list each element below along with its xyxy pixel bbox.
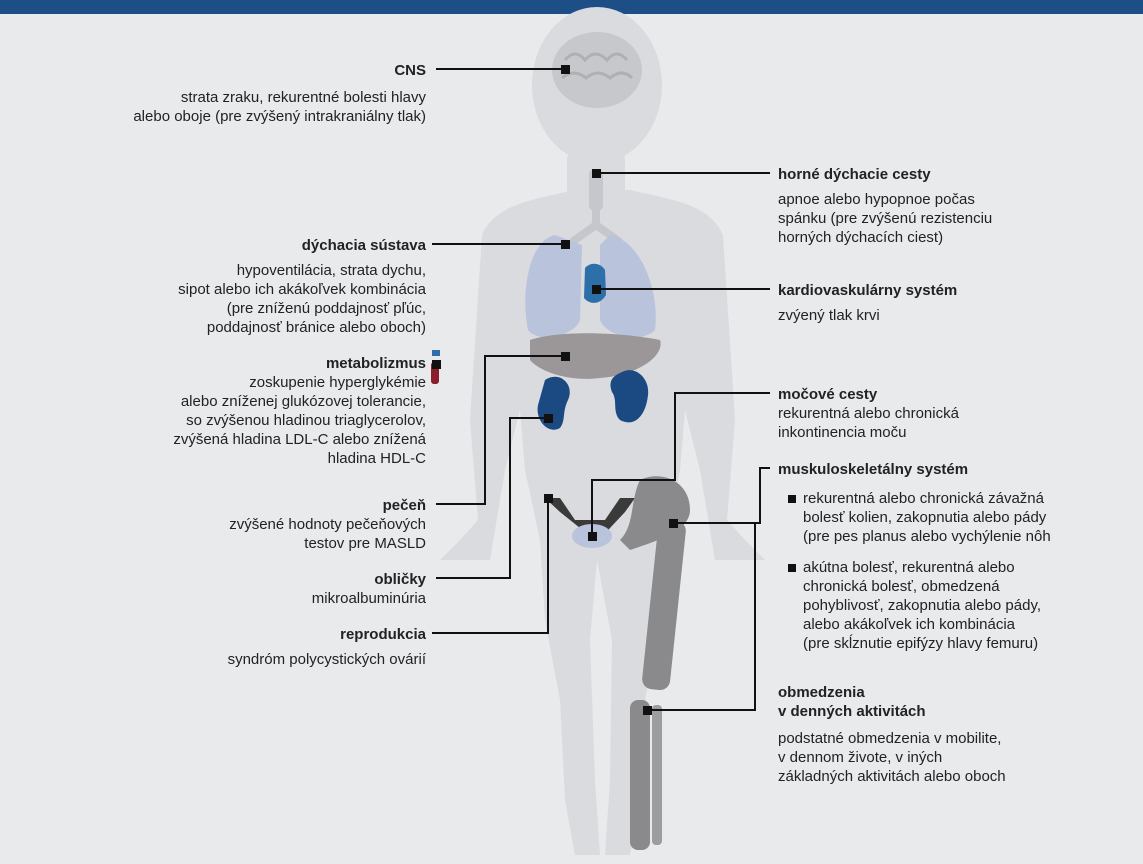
musculoskeletal-item: akútna bolesť, rekurentná alebo chronick… [785, 558, 1128, 653]
fibula-icon [652, 705, 662, 845]
cns-text-line: strata zraku, rekurentné bolesti hlavy [70, 88, 426, 107]
metabolism-text-line: hladina HDL-C [70, 449, 426, 468]
musculoskeletal-item-line: akútna bolesť, rekurentná alebo [803, 558, 1128, 577]
respiratory-text-line: poddajnosť bránice alebo oboch) [70, 318, 426, 337]
cardiovascular-title: kardiovaskulárny systém [778, 281, 1118, 300]
metabolism-text-line: alebo zníženej glukózovej tolerancie, [70, 392, 426, 411]
daily-activities-text-line: v dennom živote, v iných [778, 748, 1118, 767]
daily-activities-title: obmedzenia [778, 683, 1118, 702]
kidneys-label: obličky mikroalbuminúria [70, 570, 426, 608]
musculoskeletal-title: muskuloskeletálny systém [778, 460, 1128, 479]
musculoskeletal-item-line: alebo akákoľvek ich kombinácia [803, 615, 1128, 634]
metabolism-text-line: zoskupenie hyperglykémie [70, 373, 426, 392]
respiratory-title: dýchacia sústava [70, 236, 426, 255]
liver-title: pečeň [70, 496, 426, 515]
heart-icon [584, 264, 606, 303]
urinary-label: močové cesty rekurentná alebo chronická … [778, 385, 1118, 442]
cns-label: CNS strata zraku, rekurentné bolesti hla… [70, 61, 426, 126]
reproduction-text-line: syndróm polycystických ovárií [70, 650, 426, 669]
musculoskeletal-item-line: pohyblivosť, zakopnutia alebo pády, [803, 596, 1128, 615]
cardiovascular-label: kardiovaskulárny systém zvýený tlak krvi [778, 281, 1118, 325]
test-tube-cap-icon [432, 350, 440, 356]
musculoskeletal-list: rekurentná alebo chronická závažná boles… [785, 489, 1128, 653]
respiratory-label: dýchacia sústava hypoventilácia, strata … [70, 236, 426, 337]
liver-text-line: zvýšené hodnoty pečeňových [70, 515, 426, 534]
musculoskeletal-item-line: bolesť kolien, zakopnutia alebo pády [803, 508, 1128, 527]
kidneys-text-line: mikroalbuminúria [70, 589, 426, 608]
upper-airways-title: horné dýchacie cesty [778, 165, 1118, 184]
metabolism-text-line: so zvýšenou hladinou triaglycerolov, [70, 411, 426, 430]
kidneys-title: obličky [70, 570, 426, 589]
daily-activities-title: v denných aktivitách [778, 702, 1118, 721]
metabolism-title: metabolizmus [70, 354, 426, 373]
respiratory-text-line: (pre zníženú poddajnosť pľúc, [70, 299, 426, 318]
cardiovascular-text-line: zvýený tlak krvi [778, 306, 1118, 325]
metabolism-label: metabolizmus zoskupenie hyperglykémie al… [70, 354, 426, 468]
metabolism-text-line: zvýšená hladina LDL-C alebo znížená [70, 430, 426, 449]
cns-title: CNS [70, 61, 426, 80]
musculoskeletal-item-line: (pre skĺznutie epifýzy hlavy femuru) [803, 634, 1128, 653]
upper-airways-label: horné dýchacie cesty apnoe alebo hypopno… [778, 165, 1118, 247]
liver-text-line: testov pre MASLD [70, 534, 426, 553]
urinary-text-line: inkontinencia moču [778, 423, 1118, 442]
musculoskeletal-item-line: rekurentná alebo chronická závažná [803, 489, 1128, 508]
musculoskeletal-item-line: (pre pes planus alebo vychýlenie nôh [803, 527, 1128, 546]
tibia-icon [630, 700, 650, 850]
reproduction-label: reprodukcia syndróm polycystických ovári… [70, 625, 426, 669]
daily-activities-label: obmedzenia v denných aktivitách podstatn… [778, 683, 1118, 786]
upper-airways-text-line: spánku (pre zvýšenú rezistenciu [778, 209, 1118, 228]
cns-text-line: alebo oboje (pre zvýšený intrakraniálny … [70, 107, 426, 126]
respiratory-text-line: sipot alebo ich akákoľvek kombinácia [70, 280, 426, 299]
respiratory-text-line: hypoventilácia, strata dychu, [70, 261, 426, 280]
liver-label: pečeň zvýšené hodnoty pečeňových testov … [70, 496, 426, 553]
urinary-title: močové cesty [778, 385, 1118, 404]
upper-airways-text-line: horných dýchacích ciest) [778, 228, 1118, 247]
daily-activities-text-line: základných aktivitách alebo oboch [778, 767, 1118, 786]
musculoskeletal-item: rekurentná alebo chronická závažná boles… [785, 489, 1128, 546]
reproduction-title: reprodukcia [70, 625, 426, 644]
urinary-text-line: rekurentná alebo chronická [778, 404, 1118, 423]
musculoskeletal-item-line: chronická bolesť, obmedzená [803, 577, 1128, 596]
musculoskeletal-label: muskuloskeletálny systém rekurentná aleb… [778, 460, 1128, 665]
body-silhouette [440, 7, 765, 855]
upper-airways-text-line: apnoe alebo hypopnoe počas [778, 190, 1118, 209]
daily-activities-text-line: podstatné obmedzenia v mobilite, [778, 729, 1118, 748]
